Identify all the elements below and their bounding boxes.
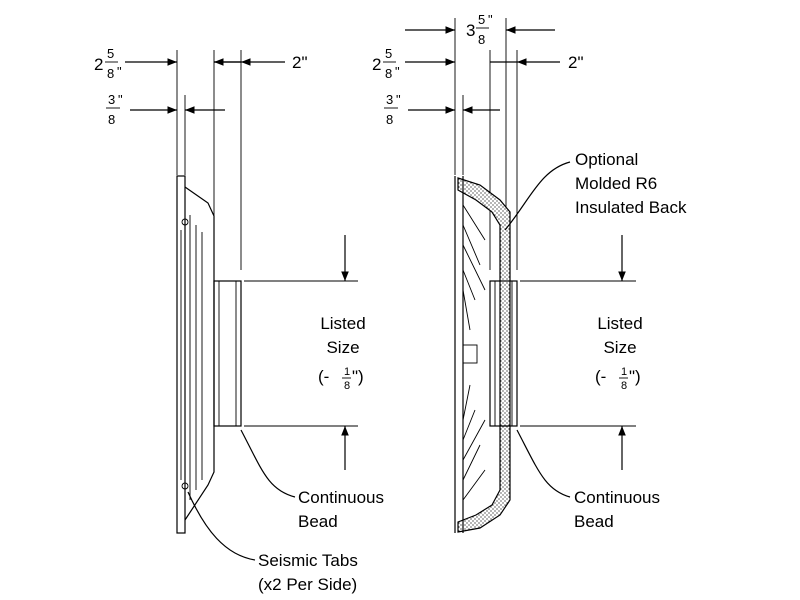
left-dim-2-5-8: 2 5 8 " bbox=[94, 46, 241, 81]
left-dim-2: 2" bbox=[241, 53, 308, 72]
right-listed-size-dim: Listed Size (- 1 8 ") bbox=[520, 235, 643, 470]
left-listed-size-dim: Listed Size (- 1 8 ") bbox=[244, 235, 366, 470]
dim-whole: 2 bbox=[372, 55, 381, 74]
right-dim-2-5-8: 2 5 8 " bbox=[372, 46, 517, 81]
right-dim-2: 2" bbox=[517, 53, 584, 72]
right-dim-3-5-8: 3 5 8 " bbox=[405, 12, 555, 47]
dim-den: 8 bbox=[107, 66, 114, 81]
dim-num: 3 bbox=[386, 92, 393, 107]
right-dim-3-8: 3 8 " bbox=[384, 92, 500, 127]
dim-num: 5 bbox=[478, 12, 485, 27]
tolerance-den: 8 bbox=[621, 380, 627, 392]
dim-unit: " bbox=[117, 64, 122, 79]
tolerance-num: 1 bbox=[344, 366, 350, 378]
dim-2in: 2" bbox=[568, 53, 584, 72]
dim-unit: " bbox=[118, 92, 123, 107]
bead-label-1: Continuous bbox=[574, 488, 660, 507]
dim-den: 8 bbox=[108, 112, 115, 127]
insulated-label-3: Insulated Back bbox=[575, 198, 687, 217]
bead-label-2: Bead bbox=[574, 512, 614, 531]
left-tabs-callout: Seismic Tabs (x2 Per Side) bbox=[187, 491, 358, 594]
left-diffuser-body bbox=[176, 175, 242, 534]
listed-label: Listed bbox=[597, 314, 642, 333]
tolerance-prefix: (- bbox=[318, 367, 329, 386]
dim-whole: 3 bbox=[466, 21, 475, 40]
right-diffuser-body bbox=[454, 176, 518, 533]
dim-den: 8 bbox=[385, 66, 392, 81]
insulated-label-1: Optional bbox=[575, 150, 638, 169]
dim-unit: " bbox=[488, 12, 493, 27]
left-dim-3-8: 3 8 " bbox=[106, 92, 225, 127]
tabs-label-1: Seismic Tabs bbox=[258, 551, 358, 570]
dim-num: 3 bbox=[108, 92, 115, 107]
listed-label: Listed bbox=[320, 314, 365, 333]
dim-num: 5 bbox=[107, 46, 114, 61]
tolerance-den: 8 bbox=[344, 380, 350, 392]
size-label: Size bbox=[603, 338, 636, 357]
dim-den: 8 bbox=[478, 32, 485, 47]
right-bead-callout: Continuous Bead bbox=[516, 429, 660, 531]
bead-label-2: Bead bbox=[298, 512, 338, 531]
dim-den: 8 bbox=[386, 112, 393, 127]
dim-num: 5 bbox=[385, 46, 392, 61]
size-label: Size bbox=[326, 338, 359, 357]
dim-whole: 2 bbox=[94, 55, 103, 74]
dim-unit: " bbox=[395, 64, 400, 79]
dim-unit: " bbox=[396, 92, 401, 107]
insulated-label-2: Molded R6 bbox=[575, 174, 657, 193]
tolerance-num: 1 bbox=[621, 366, 627, 378]
bead-label-1: Continuous bbox=[298, 488, 384, 507]
tabs-label-2: (x2 Per Side) bbox=[258, 575, 357, 594]
tolerance-suffix: ") bbox=[352, 367, 364, 386]
dim-2in: 2" bbox=[292, 53, 308, 72]
tolerance-prefix: (- bbox=[595, 367, 606, 386]
left-bead-callout: Continuous Bead bbox=[240, 429, 384, 531]
right-insulated-callout: Optional Molded R6 Insulated Back bbox=[504, 150, 687, 231]
left-view: 2 5 8 " 2" 3 8 " bbox=[94, 46, 384, 594]
right-view: 3 5 8 " 2 5 8 " 2" 3 8 " bbox=[372, 12, 687, 533]
tolerance-suffix: ") bbox=[629, 367, 641, 386]
